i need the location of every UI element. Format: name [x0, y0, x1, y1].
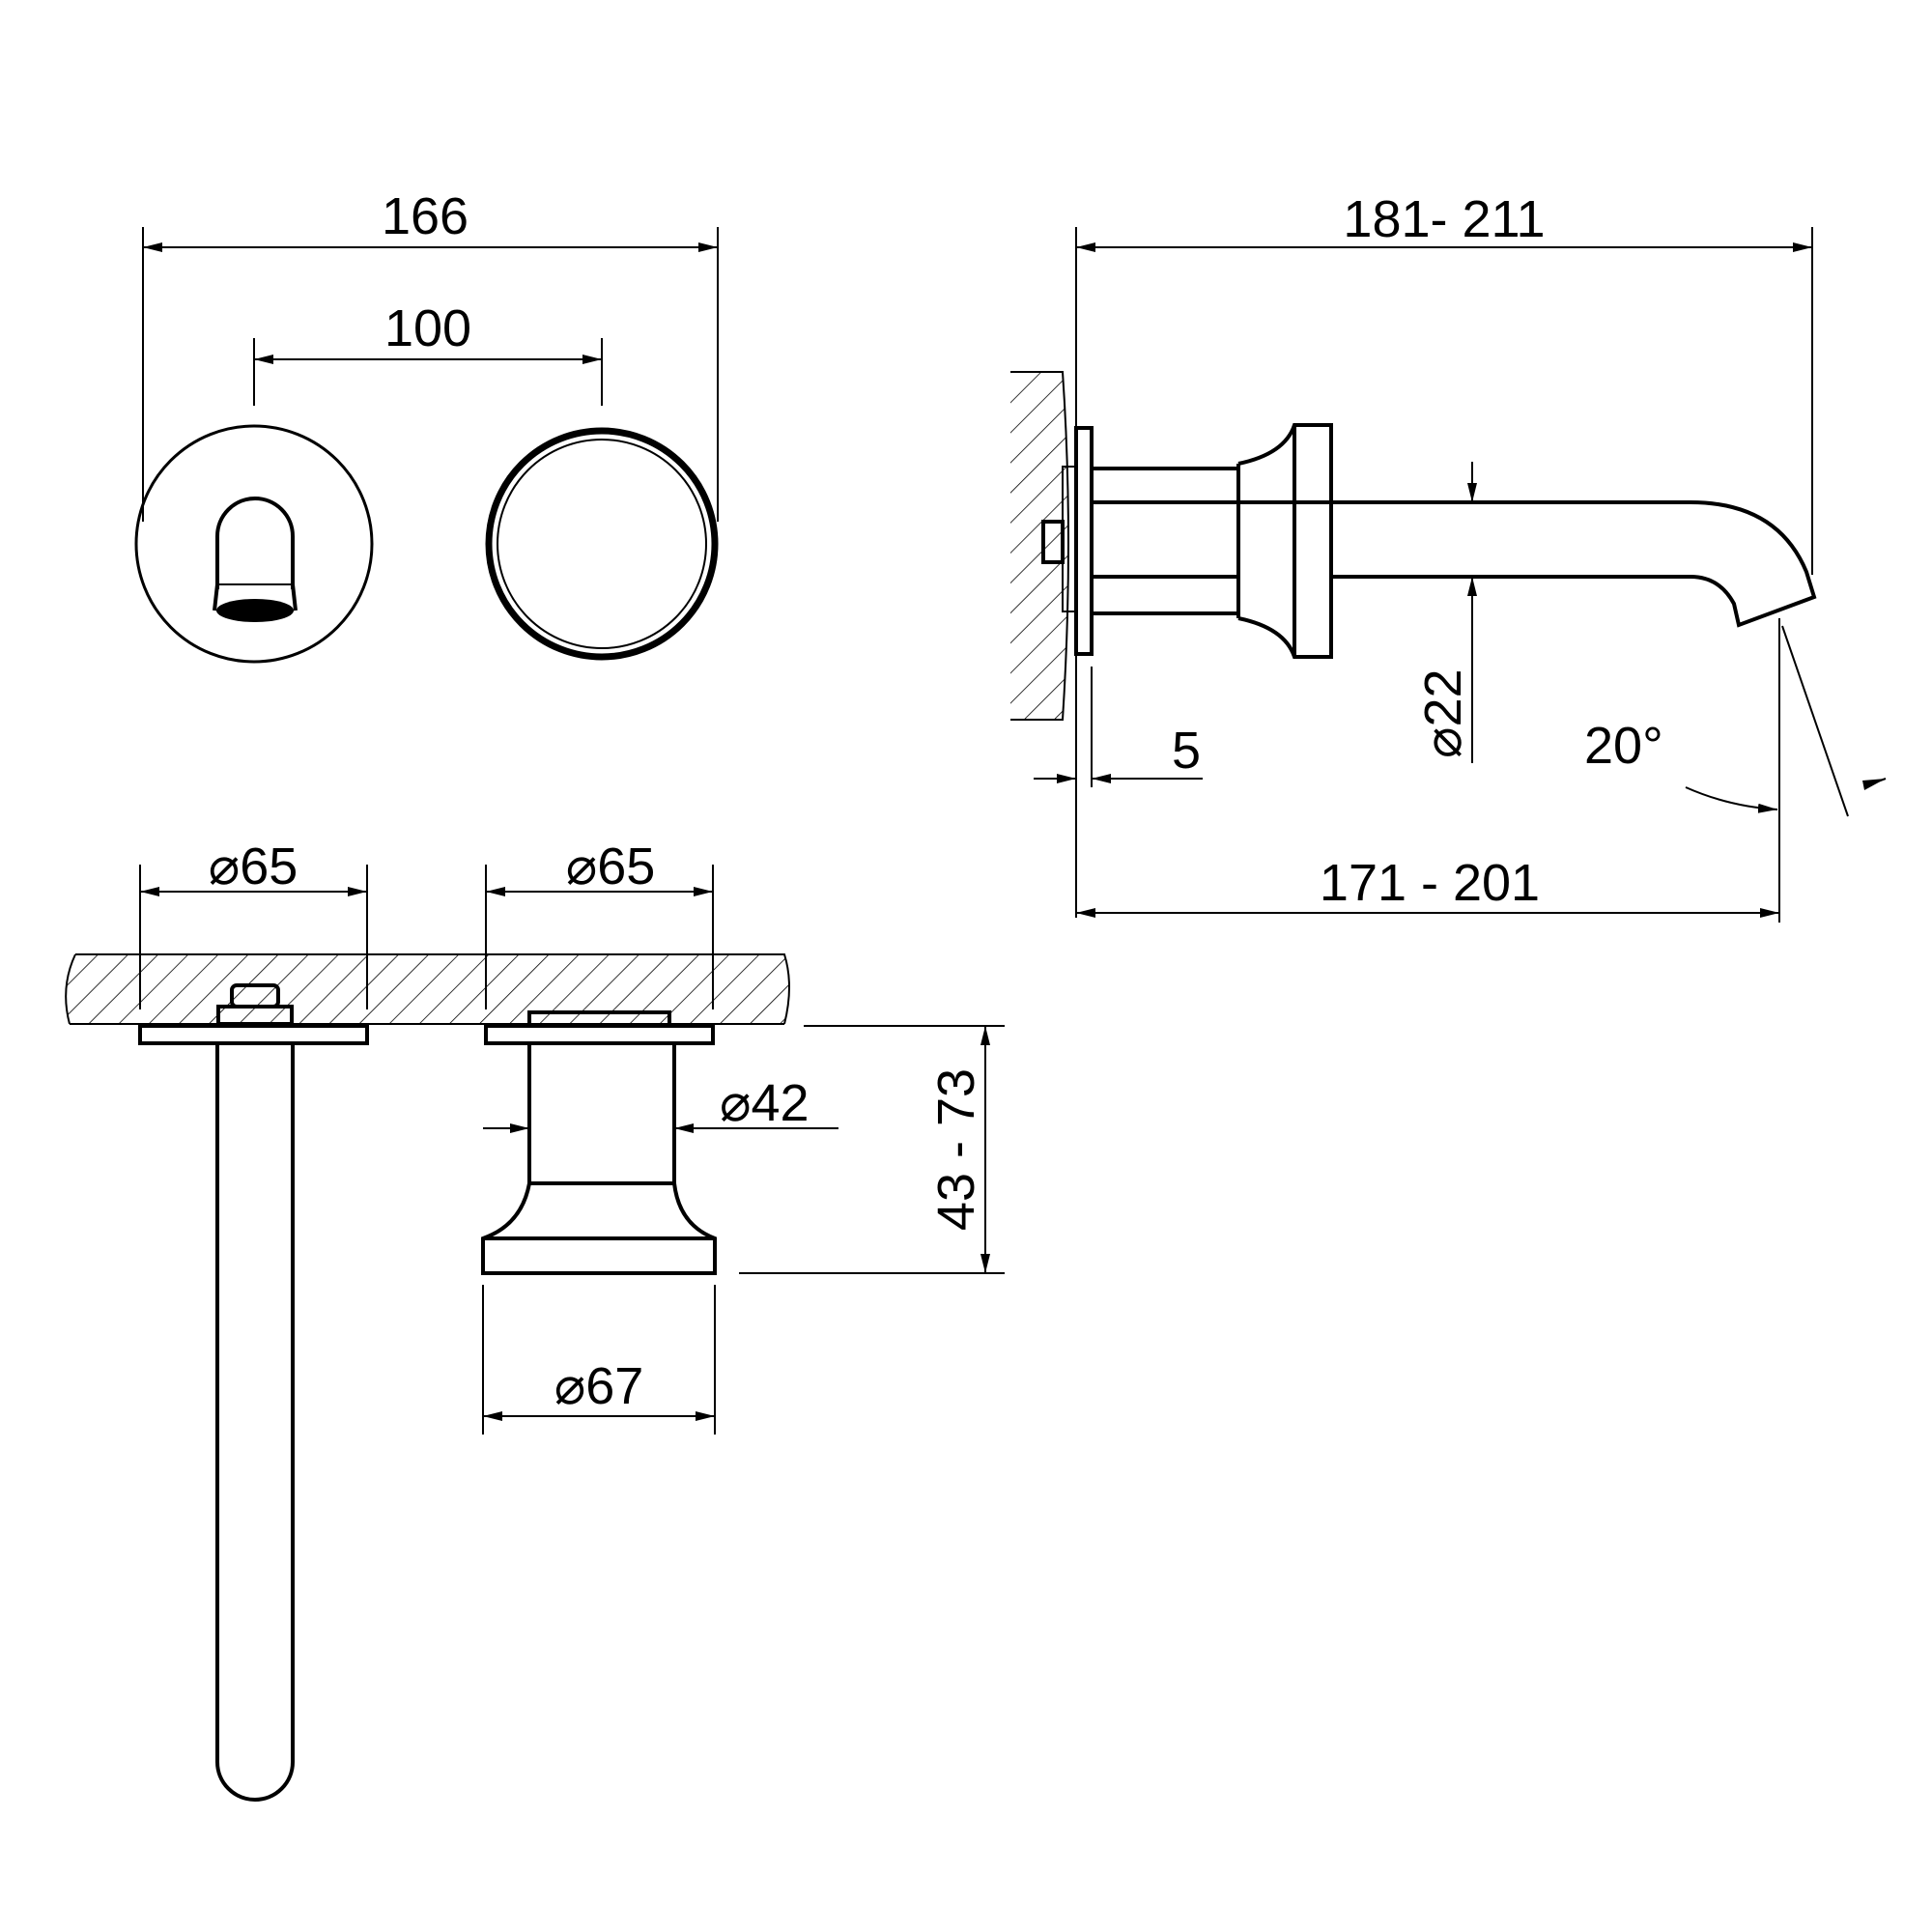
svg-text:⌀65: ⌀65	[209, 836, 298, 896]
dim-projection-max: 181- 211	[1343, 190, 1545, 248]
handle-side	[1237, 423, 1333, 659]
dim-flange-thickness: 5	[1172, 722, 1201, 780]
handle-body	[527, 1043, 676, 1185]
wall-section-hatch	[66, 954, 789, 1024]
handle-front-inner	[497, 439, 707, 649]
dim-projection-min: 171 - 201	[1320, 854, 1540, 912]
diameter-symbol: ⌀	[554, 1355, 586, 1416]
angle-arc	[1685, 786, 1778, 813]
front-view: 166 100	[134, 187, 719, 664]
dim-spout-diameter-group: ⌀22	[1412, 668, 1473, 758]
flange-plate	[1074, 426, 1094, 656]
handle-front-outer	[485, 427, 719, 661]
spout-rosette-front	[134, 424, 374, 664]
svg-text:⌀65: ⌀65	[566, 836, 656, 896]
side-view: 181- 211 5 ⌀22 20° 171 - 201	[1010, 190, 1887, 923]
spout-rosette-top	[138, 1024, 369, 1045]
top-view: ⌀65 ⌀65 ⌀42 43 - 73 ⌀67	[65, 836, 1005, 1802]
dim-spout-rosette-diameter: 65	[240, 838, 298, 895]
diameter-symbol: ⌀	[209, 836, 241, 896]
dim-handle-rosette-diameter: 65	[597, 838, 655, 895]
handle-rosette-top	[484, 1024, 715, 1045]
diameter-symbol: ⌀	[720, 1072, 752, 1133]
dim-handle-depth: 43 - 73	[927, 1068, 985, 1231]
wall-outline	[1010, 371, 1069, 721]
diameter-symbol: ⌀	[566, 836, 598, 896]
handle-cap	[481, 1182, 717, 1275]
svg-text:⌀22: ⌀22	[1412, 668, 1473, 758]
spout-front	[213, 497, 298, 622]
svg-text:⌀67: ⌀67	[554, 1355, 644, 1416]
dim-spout-diameter: 22	[1414, 668, 1472, 726]
dim-handle-spacing: 100	[384, 299, 471, 357]
svg-text:⌀42: ⌀42	[720, 1072, 810, 1133]
dim-spout-angle: 20°	[1584, 717, 1663, 775]
wall-connector	[1041, 520, 1065, 564]
spout-top	[215, 1043, 295, 1802]
dim-overall-width: 166	[382, 187, 469, 245]
wall-hatch	[1010, 372, 1067, 720]
spout-side	[1092, 500, 1817, 628]
dim-handle-cap-diameter: 67	[585, 1357, 643, 1415]
diameter-symbol: ⌀	[1412, 726, 1473, 758]
dim-handle-body-diameter: 42	[752, 1074, 810, 1132]
angle-leg	[1781, 625, 1849, 817]
wall-section-edges	[65, 953, 790, 1025]
